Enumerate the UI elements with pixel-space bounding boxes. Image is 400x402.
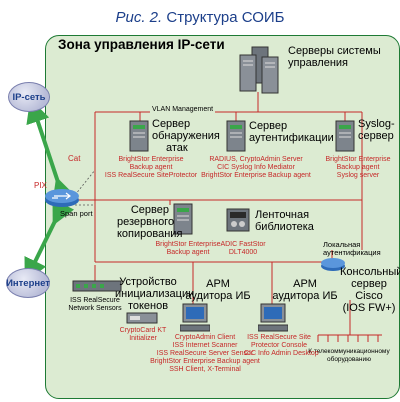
figure-number: Рис. 2.: [115, 9, 163, 26]
ip-network-label: IP-сеть: [12, 91, 46, 103]
auth-server-icon: [226, 120, 246, 152]
firewall-router-icon: [45, 189, 79, 207]
arm1-workstation-icon: [180, 303, 210, 332]
arm2-workstation-icon: [258, 303, 288, 332]
backup-server-icon: [173, 203, 193, 235]
internet-cloud: Интернет: [6, 268, 50, 298]
management-servers-icon: [239, 46, 279, 94]
ids-server-icon: [129, 120, 149, 152]
cisco-router-icon: [321, 258, 345, 271]
span-port-label: Span port: [60, 209, 93, 218]
pix-label: PIX: [34, 181, 47, 190]
syslog-server-icon: [335, 120, 355, 152]
management-zone: [45, 35, 400, 399]
link-router-ipnet: [26, 98, 76, 204]
figure-caption: Структура СОИБ: [166, 9, 285, 26]
token-initializer-icon: [126, 312, 158, 324]
internet-label: Интернет: [6, 277, 50, 289]
zone-title: Зона управления IP-сети: [58, 37, 225, 52]
cat-label: Cat: [68, 154, 81, 163]
tape-library-icon: [226, 208, 250, 232]
ip-network-cloud: IP-сеть: [8, 82, 50, 112]
syslog-server-label: Syslog-сервер: [358, 118, 395, 142]
vlan-label: VLAN Management: [150, 106, 216, 114]
link-router-internet: [24, 198, 75, 283]
figure-title: Рис. 2. Структура СОИБ: [0, 9, 400, 26]
network-sensors-icon: [72, 280, 122, 292]
